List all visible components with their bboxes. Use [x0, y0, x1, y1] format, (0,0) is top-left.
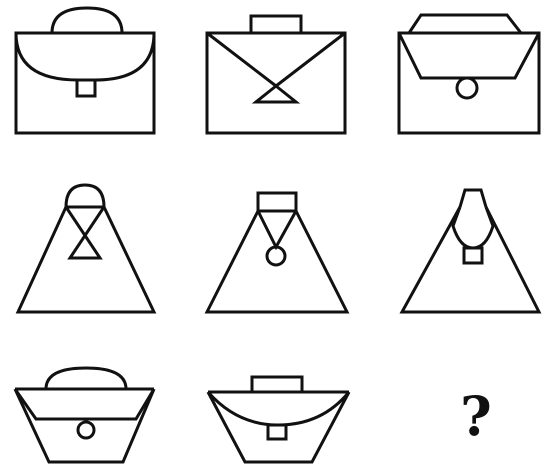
trapezoid-bag-rect-handle-flap-rect-clasp-icon	[208, 377, 349, 462]
rect-bag-round-handle-flap-rect-clasp-icon	[16, 8, 154, 133]
rect-bag-hex-handle-flap-circle-clasp-icon	[399, 15, 539, 133]
rect-bag-rect-handle-envelope-triangle-clasp-icon	[207, 16, 345, 133]
triangle-bag-hex-handle-rect-clasp-icon	[402, 190, 539, 312]
missing-answer-question-mark: ?	[448, 380, 504, 452]
trapezoid-bag-round-handle-flap-circle-clasp-icon	[15, 368, 154, 462]
triangle-bag-rect-handle-circle-clasp-icon	[207, 193, 347, 312]
triangle-bag-round-handle-bowtie-clasp-icon	[18, 185, 154, 312]
